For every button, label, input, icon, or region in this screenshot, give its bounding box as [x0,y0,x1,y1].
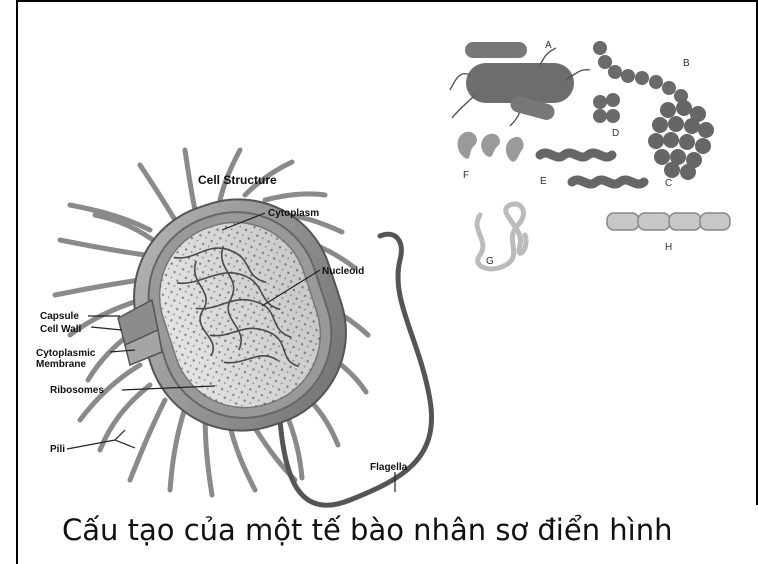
letter-f: F [463,170,469,181]
letter-e: E [540,176,547,187]
shape-d-cluster: D [593,93,620,139]
shape-a-rods: A [450,40,590,126]
shape-f-comma: F [458,132,524,181]
slide-caption: Cấu tạo của một tế bào nhân sơ điển hình [62,513,673,547]
letter-h: H [665,242,672,253]
letter-c: C [665,178,672,189]
letter-d: D [612,128,619,139]
shape-b-chain: B [593,41,690,103]
shape-g-spirochete: G [477,204,526,269]
shape-h-chain-rods: H [607,213,730,253]
shape-c-grapes: C [648,100,714,189]
letter-b: B [683,58,690,69]
letter-g: G [486,256,494,267]
letter-a: A [545,40,552,51]
shape-e-spirilla: E [540,153,644,187]
